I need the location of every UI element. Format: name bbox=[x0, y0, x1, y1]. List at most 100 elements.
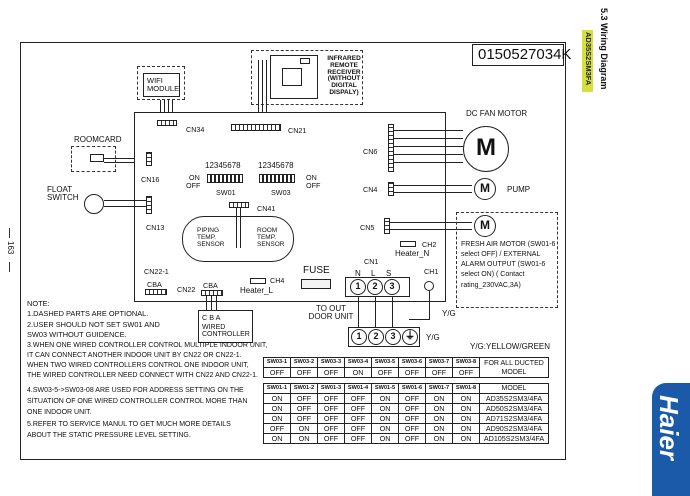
ch1-ground bbox=[424, 281, 434, 291]
sw01-cell: ON bbox=[452, 403, 480, 414]
fuse-label: FUSE bbox=[303, 265, 330, 276]
ch4-label: CH4 bbox=[270, 276, 285, 285]
sw01-cell: OFF bbox=[344, 423, 372, 434]
sw03-off: OFF bbox=[306, 181, 321, 190]
cn34-label: CN34 bbox=[186, 125, 205, 134]
sw03-header: SW03-1 bbox=[263, 357, 291, 368]
wifi-wire-2 bbox=[164, 100, 165, 112]
part-number-box bbox=[472, 44, 564, 66]
note-line: 4.SW03-5->SW03-08 ARE USED FOR ADDRESS S… bbox=[27, 386, 244, 394]
cn16-label: CN16 bbox=[141, 175, 160, 184]
receiver-wire-1 bbox=[258, 60, 259, 112]
sw01-cell: OFF bbox=[263, 423, 291, 434]
sw01-numbers: 12345678 bbox=[205, 161, 241, 170]
yg-label-1: Y/G bbox=[442, 309, 456, 318]
ch4-connector bbox=[250, 278, 266, 284]
sw03-numbers: 12345678 bbox=[258, 161, 294, 170]
sw01-cell: ON bbox=[452, 413, 480, 424]
sensor-wire-1 bbox=[236, 208, 237, 248]
sw01-cell: ON bbox=[371, 393, 399, 404]
sw01-model: AD105S2SM3/4FA bbox=[479, 433, 549, 444]
sw01-cell: ON bbox=[371, 413, 399, 424]
sw01-model: AD35S2SM3/4FA bbox=[479, 393, 549, 404]
sw01-cell: ON bbox=[425, 413, 453, 424]
sw01-model-header: MODEL bbox=[479, 383, 549, 394]
sw01-cell: OFF bbox=[344, 393, 372, 404]
fresh-air-box bbox=[456, 212, 558, 308]
sw03-label: SW03 bbox=[271, 188, 291, 197]
sw03-value: ON bbox=[344, 367, 372, 378]
sw01-cell: ON bbox=[263, 403, 291, 414]
pump-motor-symbol: M bbox=[480, 181, 490, 195]
note-line: 3.WHEN ONE WIRED CONTROLLER CONTROL MULT… bbox=[27, 341, 268, 349]
wifi-wire-3 bbox=[168, 100, 169, 112]
cn5-connector bbox=[384, 218, 390, 234]
sw01-cell: ON bbox=[452, 423, 480, 434]
sw01-cell: ON bbox=[425, 393, 453, 404]
sw03-header: SW03-3 bbox=[317, 357, 345, 368]
fan-wire-5 bbox=[394, 162, 463, 163]
float-switch-ball bbox=[84, 194, 104, 214]
ch2-connector bbox=[400, 241, 416, 247]
sw01-cell: ON bbox=[425, 403, 453, 414]
page-number-text: 163 bbox=[6, 241, 15, 255]
cn1-l: L bbox=[371, 269, 376, 278]
roomcard-switch bbox=[90, 154, 104, 162]
ground-wire bbox=[429, 291, 430, 319]
float-switch-label: FLOAT SWITCH bbox=[47, 185, 79, 203]
sw01-model: AD71S2SM3/4FA bbox=[479, 413, 549, 424]
receiver-wire-2 bbox=[262, 60, 263, 112]
heater-l-label: Heater_L bbox=[240, 286, 273, 295]
sw03-value: OFF bbox=[371, 367, 399, 378]
sw01-cell: ON bbox=[290, 433, 318, 444]
sw03-value: OFF bbox=[263, 367, 291, 378]
cn21-label: CN21 bbox=[288, 126, 307, 135]
cn21-connector bbox=[231, 124, 281, 131]
fresh-air-label: FRESH AIR MOTOR (SW01-6 select OFF) / EX… bbox=[461, 241, 556, 289]
note-line: THE WIRED CONTROLLER NEED CONNECT WITH C… bbox=[27, 371, 258, 379]
sw01-header: SW01-1 bbox=[263, 383, 291, 394]
cn5-label: CN5 bbox=[360, 223, 375, 232]
outdoor-ground-terminal: ⏚ bbox=[402, 329, 418, 345]
cn22-connector bbox=[201, 290, 223, 296]
sw03-header: SW03-8 bbox=[452, 357, 480, 368]
sw03-value: OFF bbox=[290, 367, 318, 378]
cn13-label: CN13 bbox=[146, 223, 165, 232]
note-line: 5.REFER TO SERVICE MANUL TO GET MUCH MOR… bbox=[27, 420, 231, 428]
cn6-label: CN6 bbox=[363, 147, 378, 156]
ch2-label: CH2 bbox=[422, 240, 437, 249]
dc-fan-motor: M bbox=[463, 126, 509, 172]
cn22-1-cba: CBA bbox=[147, 280, 162, 289]
room-sensor-label: ROOM TEMP. SENSOR bbox=[257, 227, 285, 248]
sw01-cell: OFF bbox=[317, 433, 345, 444]
cn6-connector bbox=[388, 124, 394, 172]
sw01-model: AD50S2SM3/4FA bbox=[479, 403, 549, 414]
cn16-connector bbox=[146, 152, 152, 166]
sw01-cell: OFF bbox=[398, 403, 426, 414]
sw01-model: AD90S2SM3/4FA bbox=[479, 423, 549, 434]
infrared-receiver-label: INFRARED REMOTE RECEIVER (WITHOUT DIGITA… bbox=[327, 55, 361, 97]
model-badge bbox=[582, 30, 593, 92]
cn22-cba: CBA bbox=[203, 281, 218, 290]
roomcard-wire-1 bbox=[104, 158, 134, 159]
sw03-value: OFF bbox=[425, 367, 453, 378]
sw01-cell: OFF bbox=[317, 413, 345, 424]
cn1-terminal-3: 3 bbox=[384, 279, 400, 295]
outdoor-terminal-3: 3 bbox=[385, 329, 401, 345]
sw03-header-row: SW03-1 SW03-2 SW03-3 SW03-4 SW03-5 SW03-… bbox=[263, 357, 549, 378]
note-line: 2.USER SHOULD NOT SET SW01 AND bbox=[27, 319, 160, 329]
wifi-wire-4 bbox=[172, 100, 173, 112]
sw01-cell: ON bbox=[425, 423, 453, 434]
yg-note: Y/G:YELLOW/GREEN bbox=[470, 342, 551, 351]
sw01-cell: ON bbox=[263, 413, 291, 424]
sw01-cell: ON bbox=[452, 393, 480, 404]
sw01-cell: ON bbox=[290, 423, 318, 434]
sw01-header: SW01-3 bbox=[317, 383, 345, 394]
sw01-cell: OFF bbox=[344, 433, 372, 444]
note-line: ONE INDOOR UNIT. bbox=[27, 408, 92, 416]
outdoor-terminal-block bbox=[348, 327, 420, 347]
cn1-n: N bbox=[355, 269, 361, 278]
cn22-wire-2 bbox=[211, 296, 212, 310]
cn1-s: S bbox=[386, 269, 392, 278]
sw01-cell: ON bbox=[263, 433, 291, 444]
